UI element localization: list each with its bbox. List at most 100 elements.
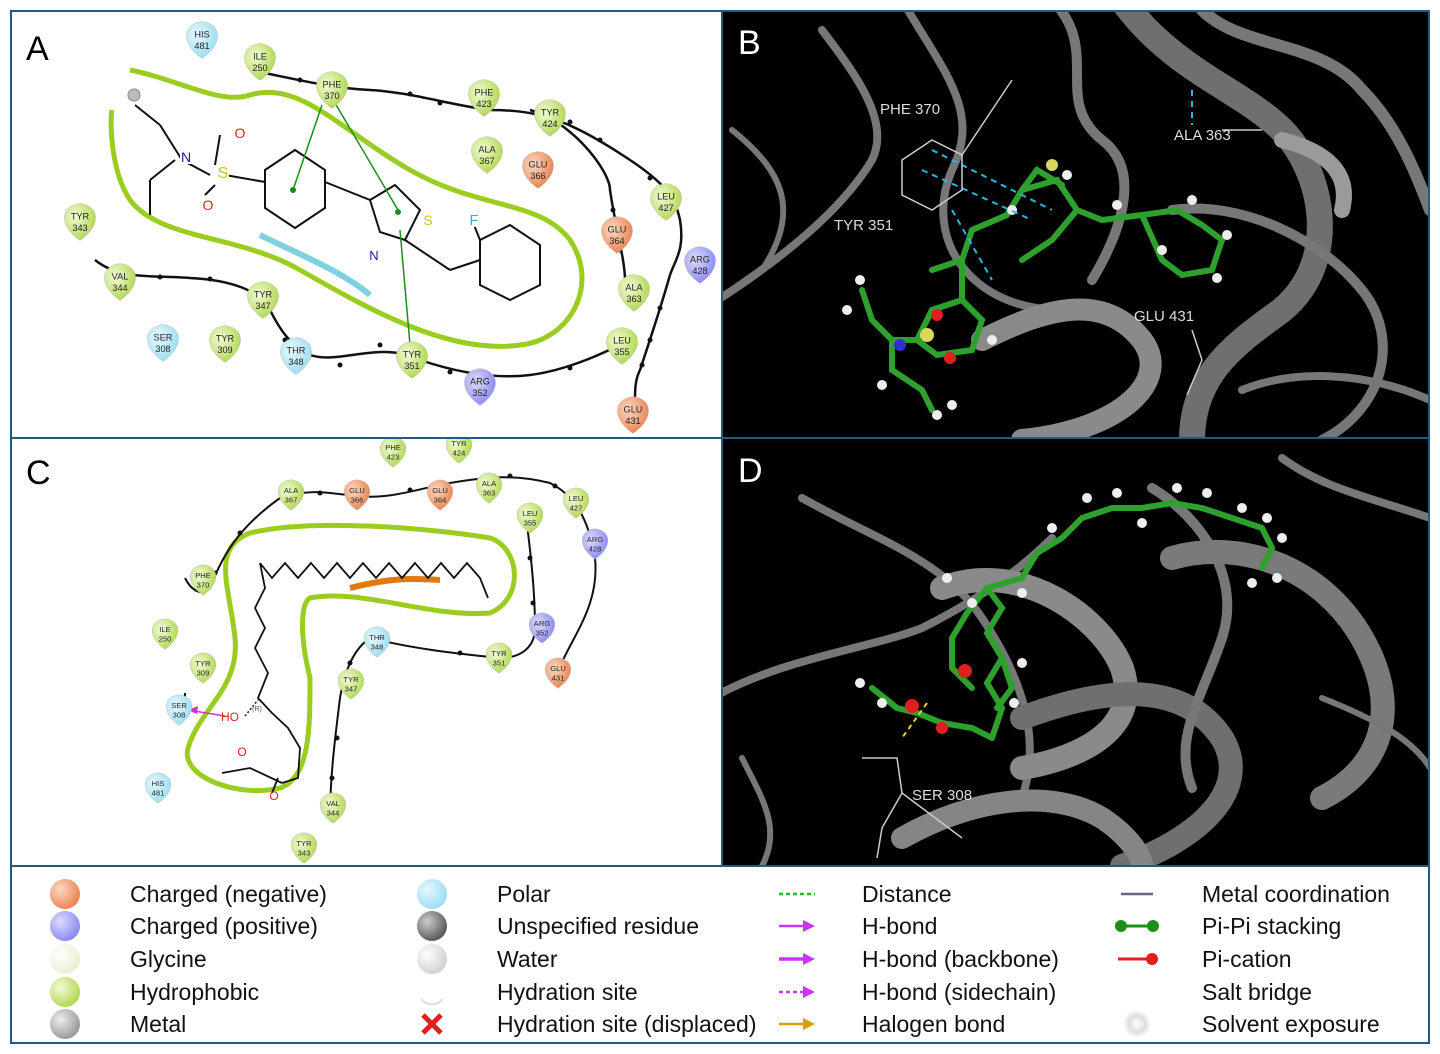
residue-bubble xyxy=(147,324,179,362)
legend-item-h-bond-sidechain: H-bond (sidechain) xyxy=(772,976,1056,1008)
backbone-atom xyxy=(657,305,663,311)
residue-bubble xyxy=(189,564,217,596)
solvent-exposed-segment-c xyxy=(349,575,441,591)
backbone-atom xyxy=(377,342,383,348)
backbone-atom xyxy=(457,650,463,656)
legend-item-h-bond-backbone: H-bond (backbone) xyxy=(772,943,1059,975)
panel-c: C xyxy=(10,438,722,866)
panel-d: D xyxy=(722,438,1430,866)
residue-number: 250 xyxy=(159,635,172,644)
residue-name: GLU xyxy=(349,486,365,495)
residue-bubble xyxy=(189,652,217,684)
panel-a: A xyxy=(10,10,722,438)
residue-number: 347 xyxy=(255,301,270,311)
residue-number: 363 xyxy=(626,294,641,304)
residue-number: 355 xyxy=(614,347,629,357)
residue-name: THR xyxy=(287,346,306,356)
residue-bubble xyxy=(522,151,554,189)
residue-name: ILE xyxy=(159,625,170,634)
residue-bubble xyxy=(209,325,241,363)
residue-number: 423 xyxy=(476,99,491,109)
residue-bubble xyxy=(64,203,96,241)
legend: Charged (negative) Charged (positive) Gl… xyxy=(12,868,1428,1042)
heteroatoms-b xyxy=(894,159,1058,364)
residue-name: LEU xyxy=(613,336,631,346)
residue-label-ser308: SER 308 xyxy=(912,787,972,804)
residue-name: GLU xyxy=(624,405,643,415)
residue-number: 431 xyxy=(552,674,565,683)
backbone-chains xyxy=(94,68,683,401)
pocket-outline xyxy=(108,67,585,349)
residue-bubble xyxy=(617,396,649,434)
residue-bubble xyxy=(464,368,496,406)
legend-item-solvent-exposure: Solvent exposure xyxy=(1112,1008,1380,1040)
residue-name: TYR xyxy=(216,334,235,344)
h-bond-arrowhead xyxy=(188,706,198,714)
panel-b: B xyxy=(722,10,1430,438)
atom-label-bg xyxy=(180,150,192,164)
pi-pi-stacking-a xyxy=(292,102,411,346)
residue-number: 367 xyxy=(285,496,298,505)
residue-number: 364 xyxy=(434,496,447,505)
residue-number: 431 xyxy=(625,416,640,426)
residue-bubble xyxy=(562,487,590,519)
residue-number: 424 xyxy=(453,449,466,458)
residue-number: 351 xyxy=(493,659,506,668)
residue-bubble xyxy=(475,472,503,504)
hydrogens-d xyxy=(855,483,1287,708)
legend-item-pi-cation: Pi-cation xyxy=(1112,943,1291,975)
legend-item-polar: Polar xyxy=(407,878,551,910)
backbone-atom xyxy=(237,530,243,536)
legend-item-metal: Metal xyxy=(40,1008,186,1040)
atom-label-f: F xyxy=(469,212,478,229)
residue-sticks-b xyxy=(901,79,1262,396)
pi-centroid xyxy=(290,187,296,193)
residue-name: VAL xyxy=(112,272,129,282)
residue-name: TYR xyxy=(71,212,90,222)
residue-name: ILE xyxy=(253,52,267,62)
panel-label-a: A xyxy=(26,30,49,68)
residue-number: 309 xyxy=(197,669,210,678)
residue-bubble xyxy=(618,274,650,312)
residue-name: TYR xyxy=(403,350,422,360)
atom-label-bg xyxy=(368,249,380,262)
residue-name: ARG xyxy=(534,619,551,628)
legend-item-pi-pi-stacking: Pi-Pi stacking xyxy=(1112,910,1341,942)
backbone-atom xyxy=(447,369,453,375)
residue-number: 352 xyxy=(536,629,549,638)
pocket-outline-c xyxy=(184,522,517,794)
backbone-atom xyxy=(407,91,413,97)
residue-name: TYR xyxy=(541,108,560,118)
backbone-atom xyxy=(157,274,163,280)
residue-number: 343 xyxy=(298,849,311,858)
residue-name: ALA xyxy=(284,486,299,495)
backbone-atom xyxy=(347,660,353,666)
backbone-atom xyxy=(317,490,323,496)
residue-set-c: PHE423TYR424ALA367GLU366GLU364ALA363LEU4… xyxy=(144,438,609,864)
residue-name: GLU xyxy=(529,160,548,170)
residue-number: 250 xyxy=(252,63,267,73)
residue-name: TYR xyxy=(343,675,359,684)
atom-label: O xyxy=(269,789,278,803)
residue-bubble xyxy=(244,43,276,81)
backbone-atom xyxy=(297,77,303,83)
legend-item-distance: Distance xyxy=(779,880,952,907)
pi-pi-contacts-b xyxy=(921,90,1193,281)
residue-name: SER xyxy=(154,333,173,343)
heteroatoms-d xyxy=(905,664,972,734)
